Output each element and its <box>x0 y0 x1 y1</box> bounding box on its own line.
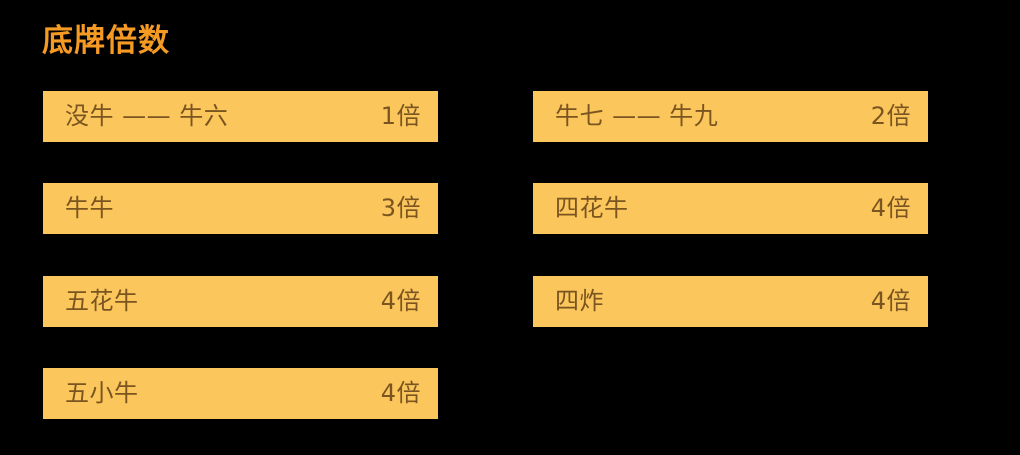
multiplier-row[interactable]: 牛牛 3倍 <box>43 183 438 234</box>
multiplier-row-value: 4倍 <box>380 379 421 407</box>
multiplier-row[interactable]: 五小牛 4倍 <box>43 368 438 419</box>
multiplier-row[interactable]: 四花牛 4倍 <box>533 183 928 234</box>
multiplier-row-value: 4倍 <box>870 287 911 315</box>
multiplier-row[interactable]: 四炸 4倍 <box>533 276 928 327</box>
multiplier-row[interactable]: 五花牛 4倍 <box>43 276 438 327</box>
multiplier-row-value: 2倍 <box>870 102 911 130</box>
multiplier-row[interactable]: 牛七 —— 牛九 2倍 <box>533 91 928 142</box>
multiplier-row-label: 牛牛 <box>65 194 114 222</box>
multiplier-row-label: 五花牛 <box>65 287 139 315</box>
multiplier-row-label: 四炸 <box>555 287 604 315</box>
multiplier-row-value: 1倍 <box>380 102 421 130</box>
multiplier-row-label: 四花牛 <box>555 194 629 222</box>
multiplier-row-label: 没牛 —— 牛六 <box>65 102 229 130</box>
multiplier-row-value: 3倍 <box>380 194 421 222</box>
multiplier-row-value: 4倍 <box>380 287 421 315</box>
multiplier-row-value: 4倍 <box>870 194 911 222</box>
page-title: 底牌倍数 <box>42 23 170 59</box>
multiplier-row-label: 五小牛 <box>65 379 139 407</box>
multiplier-row-label: 牛七 —— 牛九 <box>555 102 719 130</box>
multiplier-row[interactable]: 没牛 —— 牛六 1倍 <box>43 91 438 142</box>
